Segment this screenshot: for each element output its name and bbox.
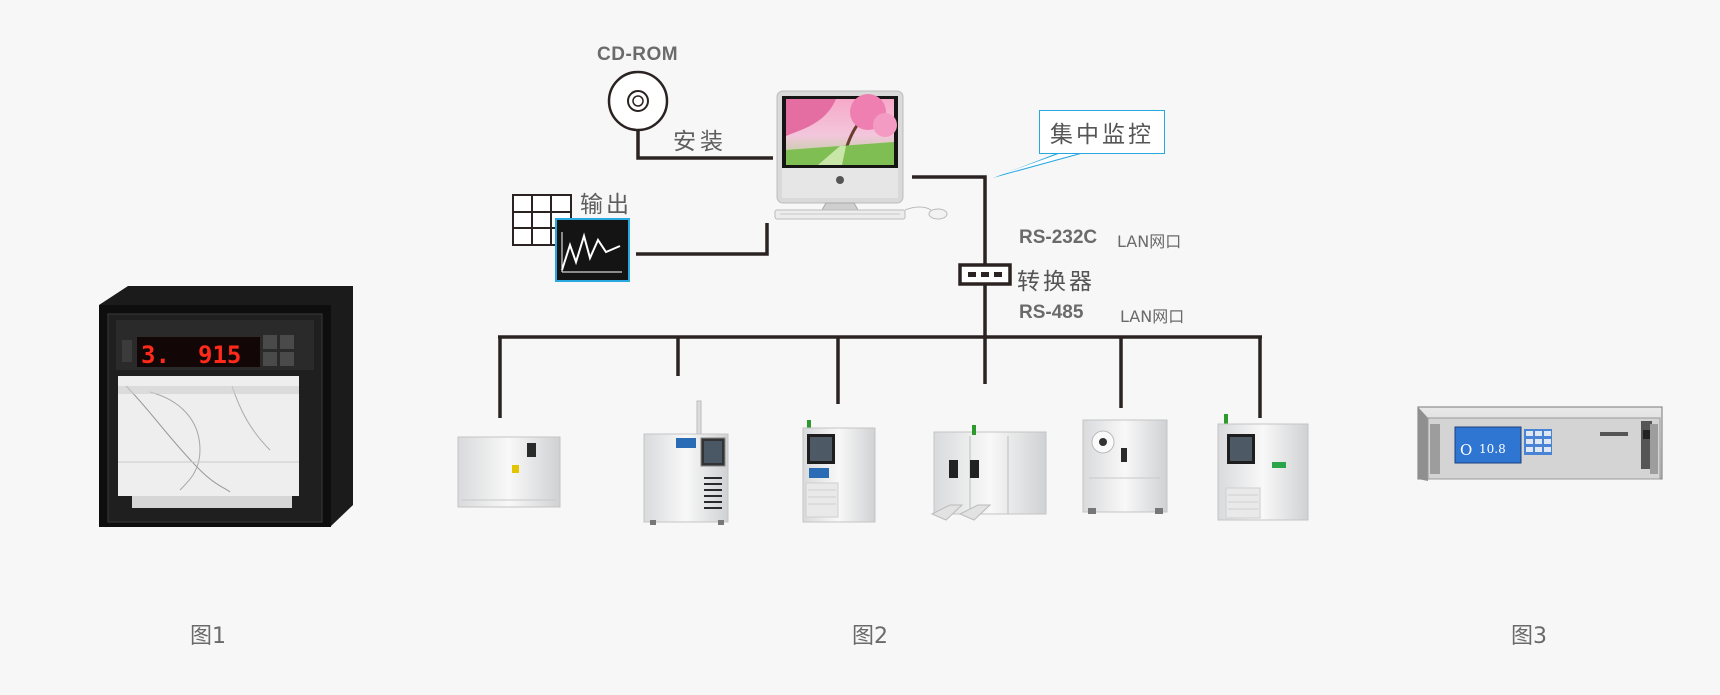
walk-in-chamber — [930, 425, 1047, 521]
oxygen-analyzer — [1417, 406, 1663, 481]
test-chamber-5 — [1082, 419, 1168, 514]
callout-pointer — [993, 152, 1088, 178]
test-chamber-2 — [643, 400, 729, 525]
output-line — [636, 223, 769, 256]
figure-caption-3: 图3 — [1511, 624, 1547, 649]
central-monitoring-callout: 集中监控 — [1039, 110, 1165, 154]
analyzer-display-value: 10.8 — [1479, 442, 1506, 456]
install-line — [636, 130, 773, 160]
lan-port-label-2: LAN网口 — [1120, 307, 1185, 326]
analyzer-display-symbol: O — [1460, 441, 1472, 459]
output-label: 输出 — [580, 192, 632, 218]
cdrom-label: CD-ROM — [597, 44, 679, 65]
converter-label: 转换器 — [1017, 269, 1095, 295]
figure-caption-1: 图1 — [190, 624, 226, 649]
test-chamber-3 — [802, 420, 876, 523]
cd-icon — [607, 70, 669, 132]
monitor-line — [912, 175, 987, 265]
chart-icon — [555, 218, 630, 282]
connection-lines — [498, 130, 1262, 418]
converter-icon — [958, 263, 1012, 286]
test-chamber-6 — [1217, 414, 1309, 521]
rs485-label: RS-485 — [1019, 302, 1084, 323]
computer-icon — [774, 90, 948, 220]
recorder-led-right: 915 — [198, 341, 241, 369]
rs232c-label: RS-232C — [1019, 227, 1098, 248]
lan-port-label-1: LAN网口 — [1117, 232, 1182, 251]
chart-recorder — [99, 286, 353, 527]
test-chamber-1 — [457, 436, 561, 508]
figure-caption-2: 图2 — [852, 624, 888, 649]
recorder-led-left: 3. — [141, 341, 170, 369]
install-label: 安装 — [673, 129, 727, 155]
